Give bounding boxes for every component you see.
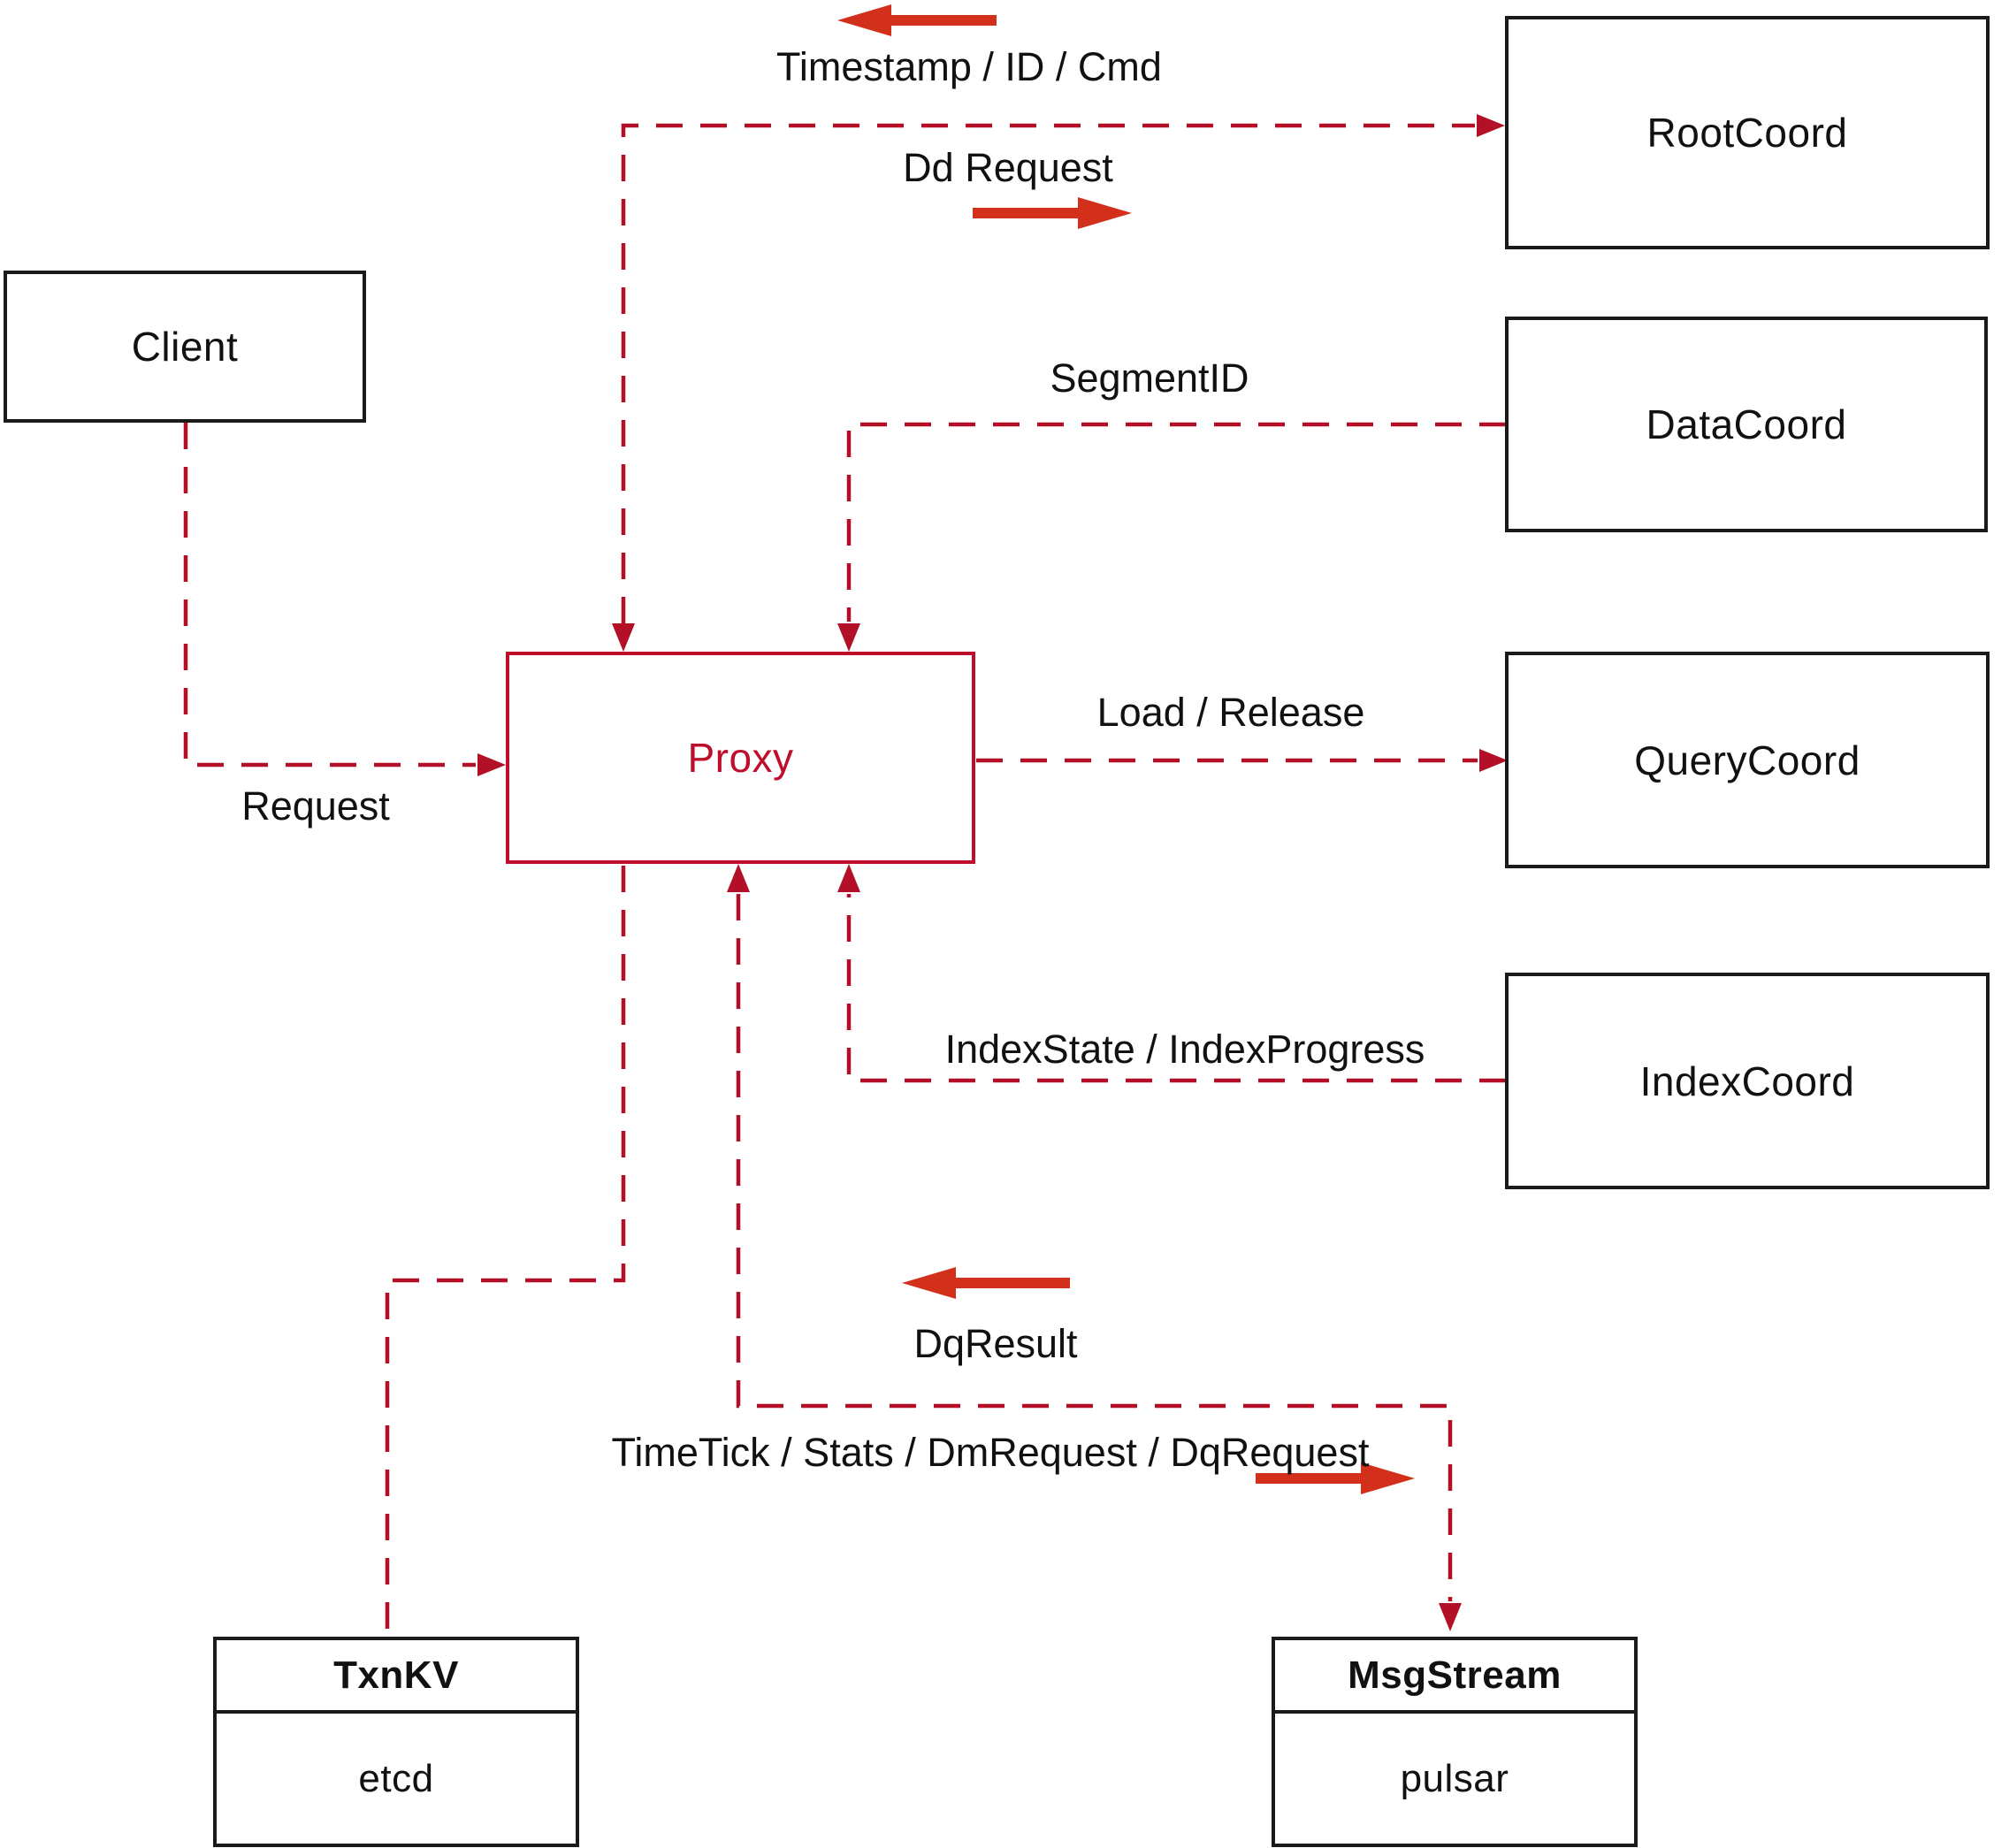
client-node: Client [4,271,366,423]
edge-label-load-release: Load / Release [1096,690,1365,735]
indexcoord-node: IndexCoord [1505,973,1990,1189]
edge-proxy-txnkv [385,866,626,1635]
msgstream-node: MsgStream pulsar [1272,1637,1638,1847]
arrowhead-into-msgstream [1439,1603,1462,1631]
arrowhead-into-proxy-left [477,753,506,776]
right-arrow-icon [973,197,1132,229]
indexcoord-label: IndexCoord [1639,1058,1855,1104]
edge-proxy-msgstream [736,894,1453,1601]
arrowhead-into-proxy-top-right [837,623,860,652]
proxy-label: Proxy [687,735,794,781]
rootcoord-label: RootCoord [1646,110,1848,156]
edge-label-timestamp-id-cmd: Timestamp / ID / Cmd [776,44,1162,89]
edge-datacoord-proxy [846,422,1506,622]
txnkv-subtitle: etcd [358,1756,434,1800]
left-arrow-icon [837,4,997,36]
right-arrow-icon [1256,1462,1415,1494]
client-label: Client [131,324,239,370]
arrowhead-into-proxy-bottom-mid [727,864,750,892]
txnkv-node: TxnKV etcd [213,1637,579,1847]
arrowhead-into-querycoord [1479,749,1508,772]
msgstream-subtitle: pulsar [1400,1756,1509,1800]
edge-label-request: Request [241,783,390,829]
edge-label-segment-id: SegmentID [1050,355,1249,401]
txnkv-title: TxnKV [217,1640,576,1714]
msgstream-title: MsgStream [1275,1640,1634,1714]
edge-label-dq-result: DqResult [913,1321,1078,1366]
edge-label-index-state-progress: IndexState / IndexProgress [944,1027,1425,1072]
rootcoord-node: RootCoord [1505,16,1990,249]
arrowhead-into-proxy-top-left [612,623,635,652]
edge-client-proxy [183,423,476,767]
datacoord-label: DataCoord [1646,401,1847,447]
proxy-node: Proxy [506,652,975,864]
left-arrow-icon [902,1267,1070,1299]
datacoord-node: DataCoord [1505,317,1988,532]
arrowhead-into-rootcoord [1477,114,1505,137]
edge-label-timetick-stats: TimeTick / Stats / DmRequest / DqRequest [611,1430,1370,1475]
edge-proxy-rootcoord [621,123,1475,623]
edge-label-dd-request: Dd Request [903,145,1113,190]
arrowhead-into-proxy-bottom-right [837,864,860,892]
querycoord-node: QueryCoord [1505,652,1990,868]
querycoord-label: QueryCoord [1634,737,1860,783]
